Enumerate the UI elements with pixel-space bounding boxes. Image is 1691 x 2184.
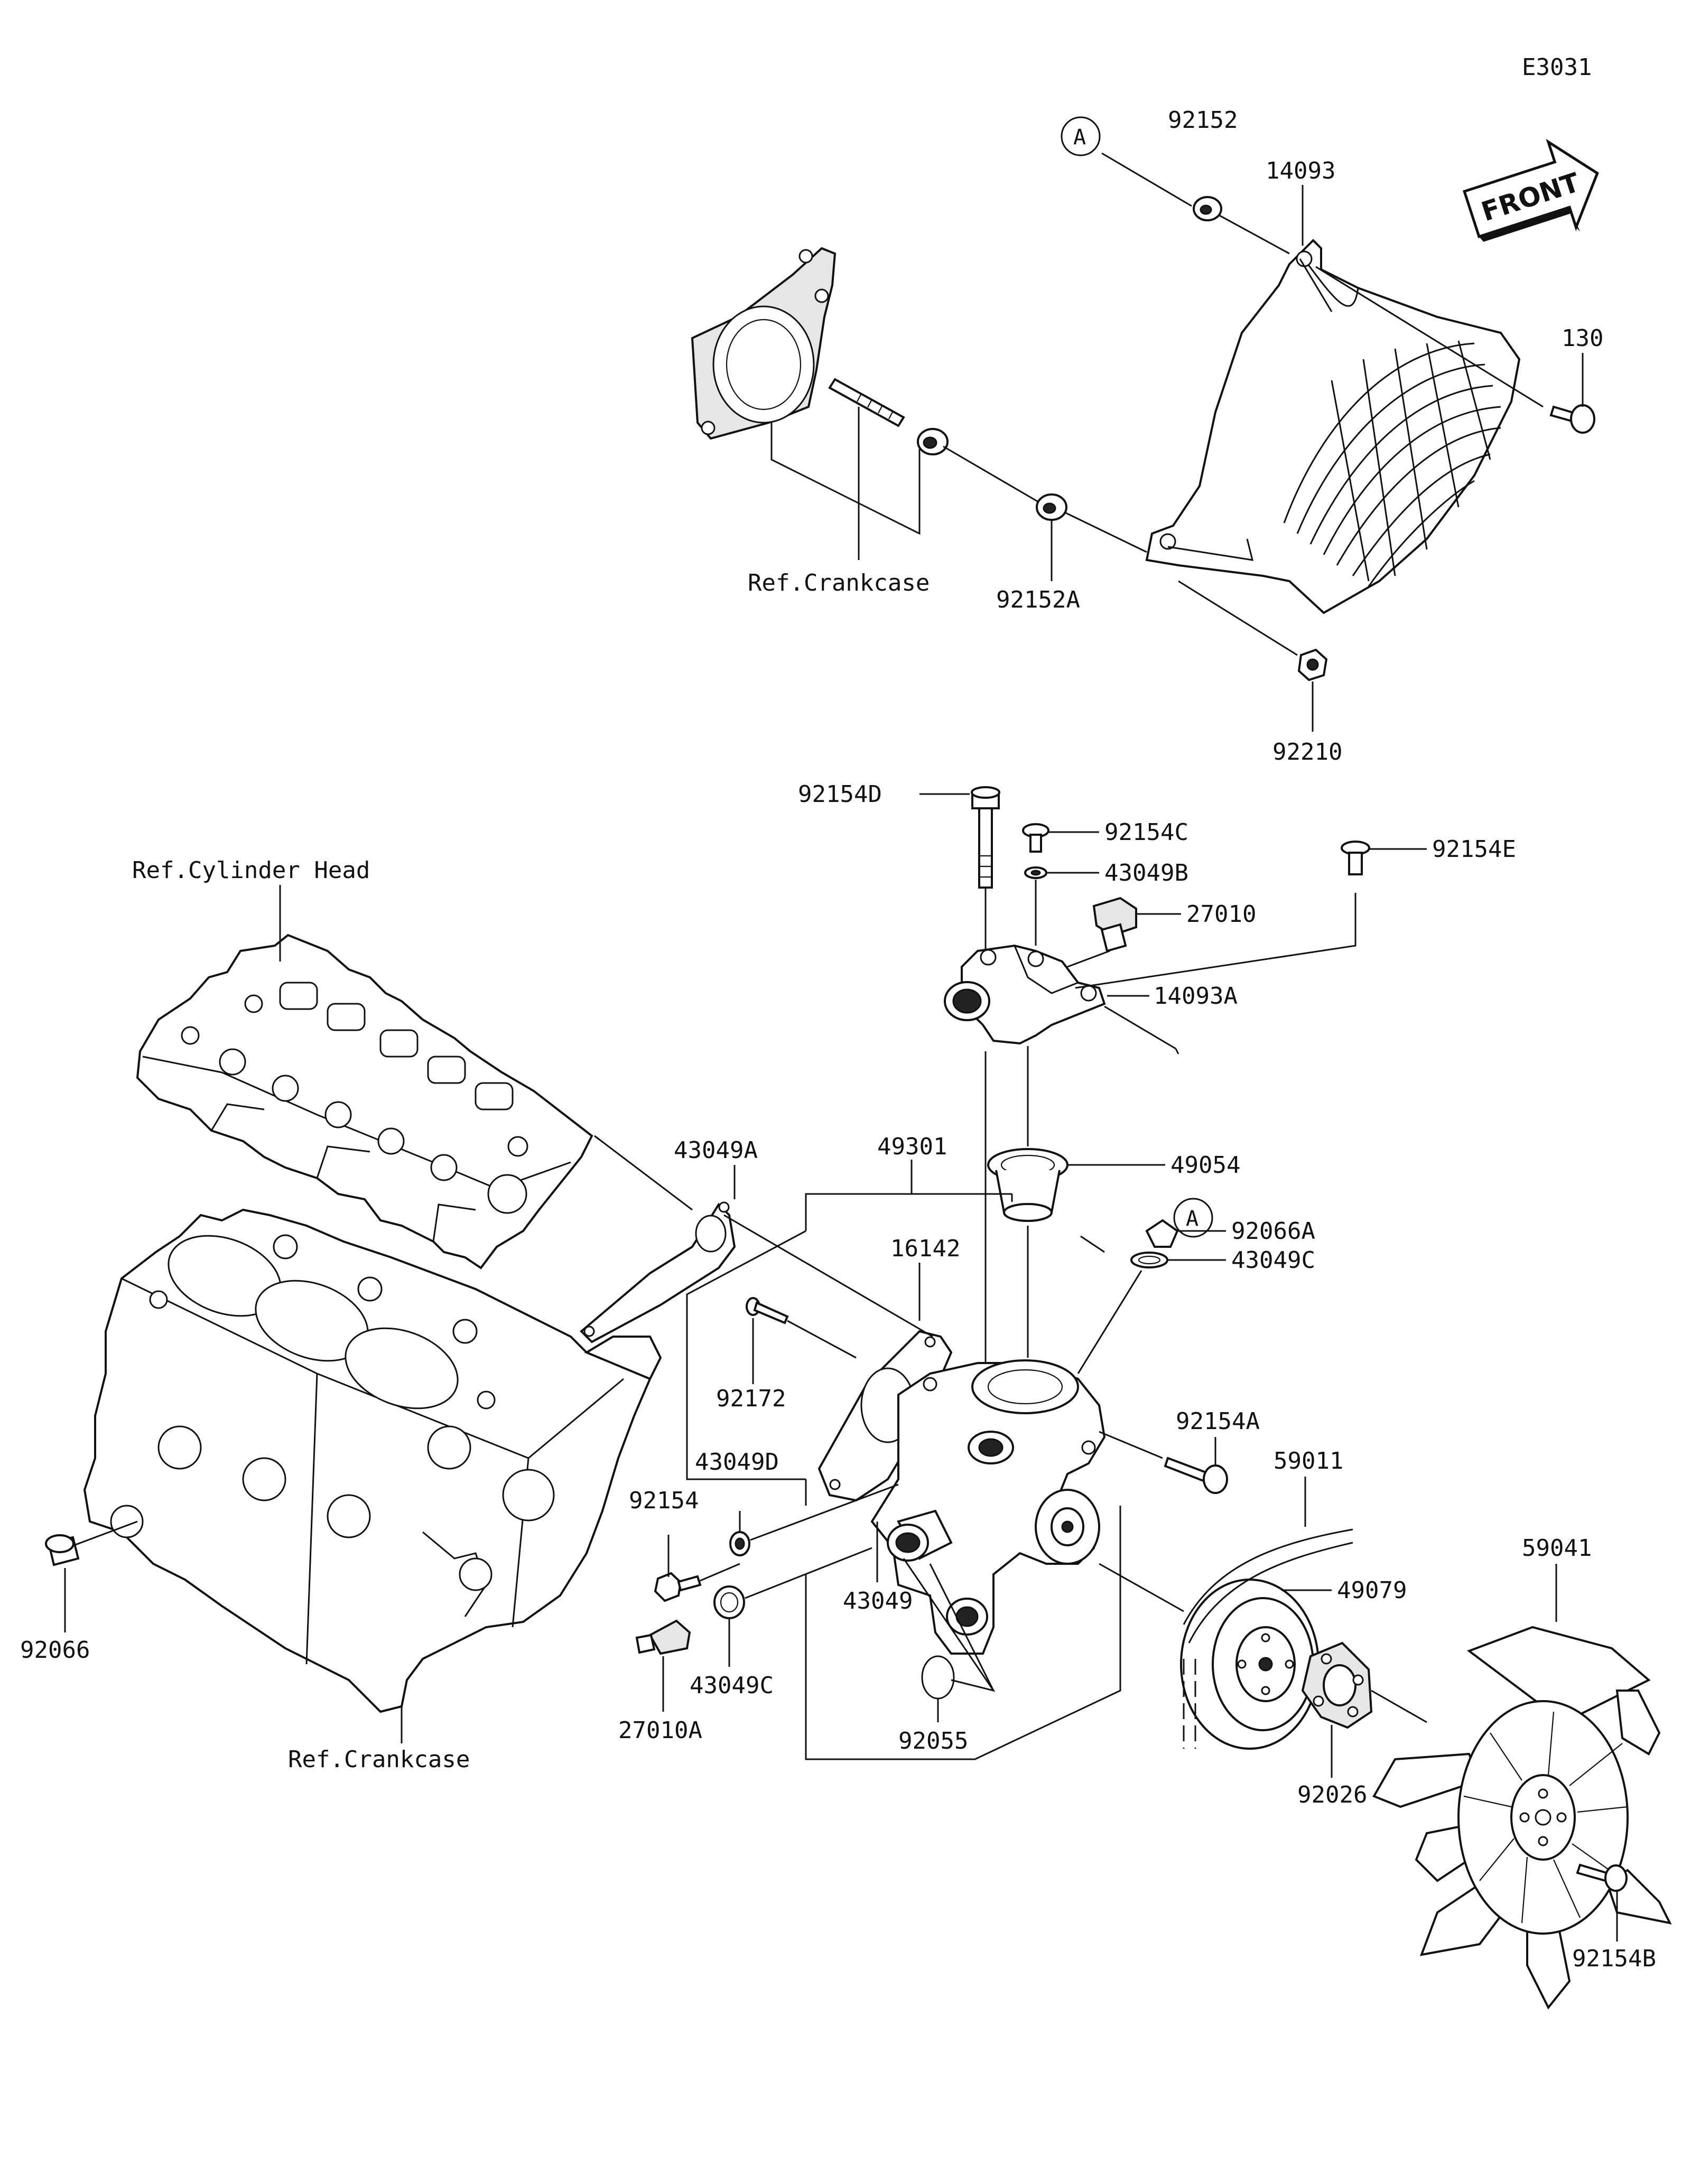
bolt-92154 — [654, 1572, 702, 1602]
plug-92066 — [45, 1534, 80, 1566]
reference-marker-a-bottom: A — [1173, 1198, 1213, 1238]
label-92154: 92154 — [629, 1487, 699, 1514]
o-ring-92055 — [921, 1655, 955, 1700]
leader-lines-bottom — [64, 793, 1618, 1942]
bolt-130 — [1549, 404, 1595, 434]
washer-43049c-bottom — [713, 1585, 745, 1619]
reference-marker-a-top: A — [1061, 116, 1101, 156]
thermostat-49054 — [987, 1148, 1069, 1222]
label-92066: 92066 — [20, 1637, 90, 1664]
label-92154a: 92154A — [1176, 1408, 1260, 1435]
label-14093: 14093 — [1266, 157, 1335, 184]
cylinder-head — [136, 934, 593, 1270]
label-92152: 92152 — [1168, 107, 1238, 134]
bolt-92154d — [971, 786, 1000, 889]
pulley-49079 — [1180, 1579, 1320, 1750]
label-43049: 43049 — [843, 1588, 913, 1614]
label-43049c-bottom: 43049C — [690, 1672, 774, 1699]
leader-lines-top — [770, 152, 1584, 732]
label-92210: 92210 — [1272, 739, 1342, 766]
diagram-id: E3031 — [1522, 54, 1592, 81]
label-43049d: 43049D — [695, 1449, 779, 1476]
collar-92152 — [1193, 196, 1222, 221]
label-92172: 92172 — [716, 1385, 786, 1412]
ref-crankcase-top: Ref.Crankcase — [748, 570, 930, 596]
front-arrow-icon: FRONT — [1462, 138, 1599, 242]
label-92066a: 92066A — [1231, 1218, 1315, 1245]
label-14093a: 14093A — [1154, 983, 1238, 1010]
label-92154b: 92154B — [1572, 1945, 1656, 1972]
temp-sender-27010 — [1092, 897, 1137, 953]
cylinder-block — [83, 1208, 662, 1713]
label-43049b: 43049B — [1104, 860, 1188, 886]
plug-92066a — [1145, 1219, 1179, 1248]
label-92152a: 92152A — [996, 586, 1080, 613]
label-92055: 92055 — [898, 1728, 968, 1754]
washer-43049c-top — [1130, 1252, 1168, 1268]
label-43049c-top: 43049C — [1231, 1247, 1315, 1274]
label-92154c: 92154C — [1104, 819, 1188, 846]
label-49079: 49079 — [1337, 1577, 1407, 1604]
spacer-92026 — [1301, 1641, 1373, 1729]
bolt-92154a — [1164, 1457, 1228, 1494]
thermostat-housing-14093a — [944, 944, 1106, 1045]
fan-shroud — [1145, 239, 1521, 614]
nut-92210 — [1297, 648, 1328, 682]
stud — [828, 378, 905, 427]
label-43049a: 43049A — [674, 1137, 758, 1164]
crankcase-flange-plate — [691, 247, 837, 440]
label-49054: 49054 — [1170, 1152, 1240, 1179]
washer-43049d — [729, 1531, 750, 1556]
label-92154d: 92154D — [798, 781, 882, 808]
label-27010a: 27010A — [618, 1717, 702, 1744]
collar — [917, 428, 949, 455]
label-92154e: 92154E — [1432, 836, 1516, 863]
label-27010: 27010 — [1186, 901, 1256, 928]
label-49301: 49301 — [877, 1133, 947, 1160]
label-16142: 16142 — [890, 1235, 960, 1262]
bolt-92154c — [1022, 823, 1049, 853]
screw-92172 — [746, 1297, 789, 1324]
v-belt-59011 — [1183, 1528, 1353, 1749]
oil-pressure-switch-27010a — [635, 1619, 691, 1655]
bolt-92154b — [1576, 1863, 1628, 1892]
washer-43049b — [1024, 866, 1047, 879]
label-130: 130 — [1562, 325, 1603, 352]
reference-marker-a-top-label: A — [1073, 125, 1086, 150]
collar-92152a — [1036, 493, 1067, 521]
label-59011: 59011 — [1274, 1448, 1343, 1474]
ref-cylinder-head: Ref.Cylinder Head — [132, 857, 370, 884]
bolt-92154e — [1341, 841, 1370, 875]
ref-crankcase-bottom: Ref.Crankcase — [288, 1746, 470, 1773]
label-59041: 59041 — [1522, 1535, 1592, 1562]
gasket-43049a — [580, 1201, 736, 1343]
label-92026: 92026 — [1297, 1781, 1367, 1808]
water-pump-49301 — [870, 1359, 1106, 1655]
part-labels: 92152 14093 130 Ref.Crankcase 92152A 922… — [20, 107, 1656, 1972]
reference-marker-a-bottom-label: A — [1186, 1207, 1198, 1231]
